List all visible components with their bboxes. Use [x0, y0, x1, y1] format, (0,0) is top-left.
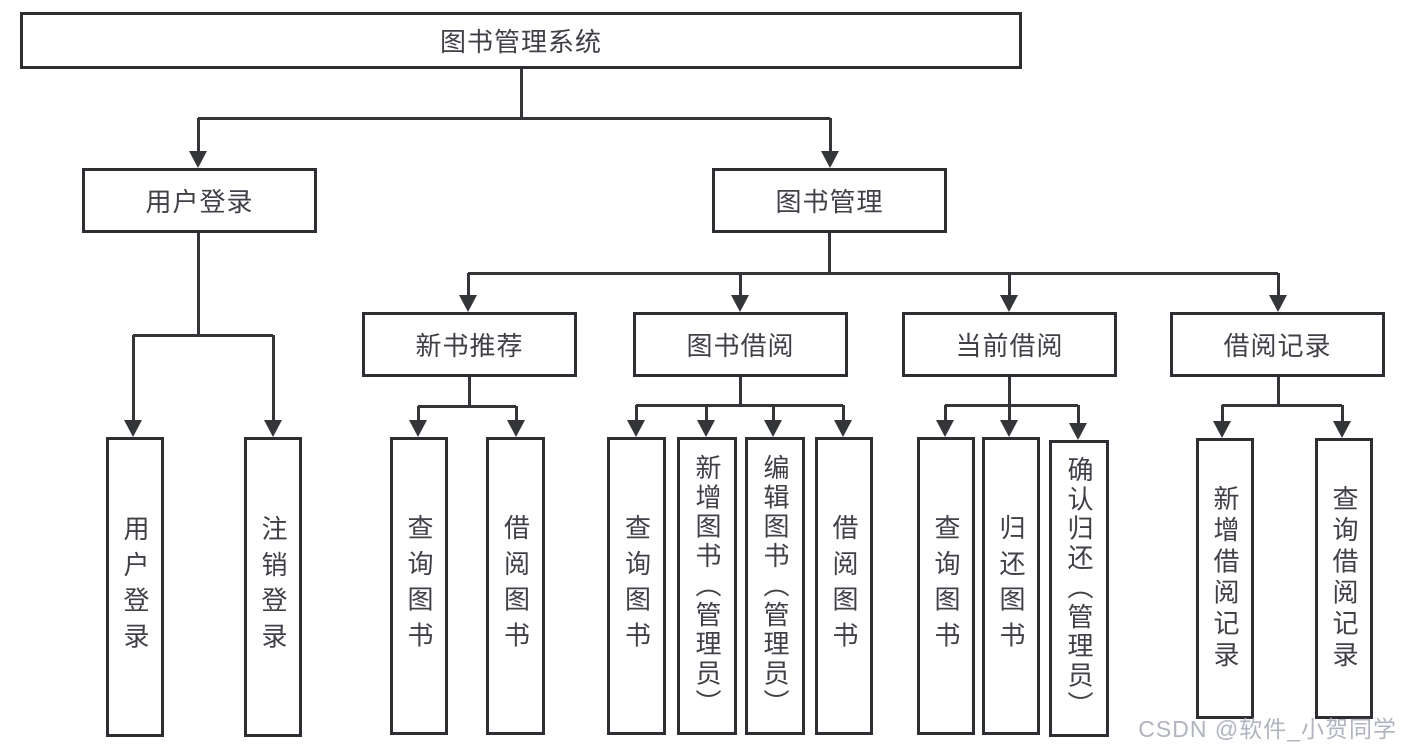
- arrow-shaft: [416, 406, 420, 421]
- arrow-shaft: [131, 335, 135, 421]
- connector-hline: [198, 116, 830, 120]
- node-label: 借阅记录: [1223, 331, 1332, 361]
- arrow-shaft: [771, 405, 775, 421]
- leaf-user-login: 用户登录: [106, 437, 164, 737]
- node-label: 图书管理系统: [439, 27, 602, 57]
- leaf-add-borrow-record: 新增借阅记录: [1196, 438, 1254, 719]
- arrow-down-icon: [189, 151, 207, 168]
- leaf-query-books-current: 查询图书: [917, 437, 975, 735]
- leaf-edit-books-admin: 编辑图书（管理员）: [745, 437, 805, 735]
- leaf-label: 查询借阅记录: [1329, 484, 1359, 673]
- arrow-down-icon: [834, 420, 852, 437]
- node-new-book-recommendation: 新书推荐: [362, 312, 577, 377]
- connector-vline: [519, 69, 523, 120]
- node-label: 用户登录: [145, 187, 254, 217]
- arrow-shaft: [1076, 405, 1080, 424]
- arrow-down-icon: [1000, 295, 1018, 312]
- arrow-shaft: [704, 405, 708, 421]
- arrow-down-icon: [731, 295, 749, 312]
- arrow-down-icon: [409, 420, 427, 437]
- connector-hline: [418, 404, 516, 408]
- connector-vline: [738, 377, 742, 407]
- connector-hline: [468, 271, 1278, 275]
- arrow-shaft: [1340, 405, 1344, 422]
- connector-vline: [1276, 377, 1280, 407]
- leaf-return-books: 归还图书: [982, 437, 1040, 735]
- leaf-label: 注销登录: [258, 515, 288, 659]
- arrow-shaft: [514, 406, 518, 421]
- arrow-shaft: [828, 118, 832, 152]
- node-user-login: 用户登录: [82, 168, 317, 233]
- arrow-down-icon: [1213, 421, 1231, 438]
- arrow-shaft: [738, 273, 742, 296]
- arrow-shaft: [1007, 273, 1011, 296]
- node-label: 图书借阅: [686, 331, 795, 361]
- node-current-borrowing: 当前借阅: [902, 312, 1117, 377]
- arrow-shaft: [196, 118, 200, 152]
- leaf-label: 新增借阅记录: [1210, 484, 1240, 673]
- arrow-down-icon: [627, 420, 645, 437]
- node-borrowing-records: 借阅记录: [1170, 312, 1385, 377]
- arrow-shaft: [943, 405, 947, 421]
- node-label: 新书推荐: [415, 331, 524, 361]
- arrow-down-icon: [1069, 423, 1087, 440]
- node-label: 图书管理: [775, 187, 884, 217]
- leaf-label: 用户登录: [120, 515, 150, 659]
- leaf-label: 查询图书: [404, 514, 434, 658]
- connector-hline: [945, 403, 1078, 407]
- arrow-down-icon: [1000, 420, 1018, 437]
- connector-vline: [827, 233, 831, 275]
- node-label: 当前借阅: [955, 331, 1064, 361]
- arrow-down-icon: [1269, 295, 1287, 312]
- leaf-label: 编辑图书（管理员）: [760, 453, 790, 719]
- leaf-add-books-admin: 新增图书（管理员）: [677, 437, 737, 735]
- arrow-down-icon: [264, 420, 282, 437]
- watermark: CSDN @软件_小贺同学: [1138, 716, 1397, 742]
- leaf-borrow-books-borrowing: 借阅图书: [815, 437, 873, 735]
- arrow-down-icon: [124, 420, 142, 437]
- arrow-down-icon: [697, 420, 715, 437]
- connector-hline: [1222, 403, 1342, 407]
- arrow-down-icon: [459, 295, 477, 312]
- arrow-shaft: [634, 405, 638, 421]
- arrow-shaft: [1276, 273, 1280, 296]
- connector-hline: [133, 333, 273, 337]
- leaf-logout: 注销登录: [244, 437, 302, 737]
- leaf-label: 新增图书（管理员）: [692, 453, 722, 719]
- leaf-label: 借阅图书: [500, 514, 531, 658]
- arrow-down-icon: [507, 420, 525, 437]
- connector-vline: [196, 233, 200, 337]
- leaf-label: 确认归还（管理员）: [1064, 456, 1094, 721]
- arrow-shaft: [1007, 405, 1011, 421]
- arrow-down-icon: [764, 420, 782, 437]
- arrow-down-icon: [821, 151, 839, 168]
- leaf-query-books-recommend: 查询图书: [390, 437, 448, 735]
- arrow-down-icon: [936, 420, 954, 437]
- leaf-label: 查询图书: [621, 514, 652, 658]
- node-book-management: 图书管理: [712, 168, 947, 233]
- node-book-borrowing: 图书借阅: [633, 312, 848, 377]
- leaf-query-borrow-record: 查询借阅记录: [1315, 438, 1373, 719]
- connector-vline: [467, 377, 471, 408]
- leaf-query-books-borrowing: 查询图书: [607, 437, 666, 735]
- leaf-label: 查询图书: [931, 514, 961, 658]
- leaf-label: 归还图书: [996, 514, 1026, 658]
- arrow-shaft: [271, 335, 275, 421]
- arrow-down-icon: [1333, 421, 1351, 438]
- leaf-confirm-return-admin: 确认归还（管理员）: [1049, 440, 1109, 737]
- connector-vline: [1007, 377, 1011, 407]
- arrow-shaft: [1220, 405, 1224, 422]
- node-library-management-system: 图书管理系统: [20, 12, 1022, 69]
- leaf-label: 借阅图书: [829, 514, 859, 658]
- arrow-shaft: [841, 405, 845, 421]
- arrow-shaft: [466, 273, 470, 296]
- leaf-borrow-books-recommend: 借阅图书: [486, 437, 545, 735]
